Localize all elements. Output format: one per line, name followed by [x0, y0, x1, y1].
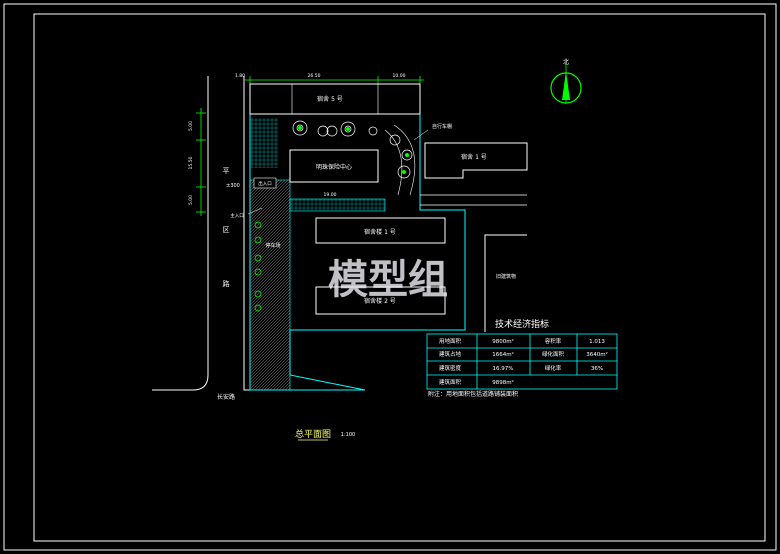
- table-cell: 3640m²: [586, 351, 608, 358]
- bike-label: 自行车棚: [432, 123, 452, 130]
- mid-width-dim: 19.00: [324, 192, 337, 198]
- dim-left-3: 5.00: [188, 195, 194, 205]
- building-top: [249, 83, 421, 115]
- parking-label: 停车场: [265, 242, 280, 249]
- tech-table-title: 技术经济指标: [495, 318, 549, 330]
- building-center-label: 明珠保险中心: [316, 163, 352, 171]
- dim-top-right: 10.00: [393, 73, 406, 79]
- building-right: [424, 142, 528, 179]
- watermark: 模型组: [328, 257, 448, 303]
- road-char-1: 平: [223, 167, 230, 175]
- building-block-1-label: 宿舍楼 1 号: [364, 228, 396, 236]
- table-cell: 9800m²: [492, 338, 514, 345]
- gate-box: [253, 177, 277, 189]
- paved-strip: [249, 179, 291, 391]
- north-arrow-icon: [550, 64, 582, 104]
- dim-left-2: 15.50: [188, 156, 194, 169]
- entrance-leader: [247, 207, 263, 215]
- tech-table-grid: [426, 333, 618, 390]
- top-dimension-chain: [245, 76, 424, 84]
- bike-leader: [413, 129, 429, 141]
- building-block-1: [315, 217, 446, 244]
- tech-table-note: 附注：用地面积包括道路铺装面积: [428, 390, 518, 398]
- entrance-label: 主入口: [230, 212, 244, 219]
- dim-top-total: 26.50: [308, 73, 321, 79]
- table-cell: 1664m²: [492, 351, 514, 358]
- bottom-road-label: 长安路: [217, 393, 235, 401]
- table-cell: 绿化率: [545, 364, 562, 372]
- table-cell: 36%: [591, 366, 603, 372]
- road-width: ±300: [226, 183, 240, 189]
- right-road: [420, 194, 527, 206]
- table-cell: 容积率: [545, 337, 562, 345]
- tech-table-cells: 用地面积 9800m² 容积率 1.013 建筑占地 1664m² 绿化面积 3…: [439, 337, 608, 386]
- table-cell: 绿化面积: [542, 350, 565, 358]
- table-cell: 建筑占地: [439, 350, 462, 358]
- gate-left-label: 出入口: [258, 180, 272, 187]
- paved-strip-upper: [250, 118, 278, 168]
- tree-cluster-top: [292, 120, 413, 179]
- green-planting: [298, 126, 409, 174]
- left-dimension-chain: [196, 108, 206, 216]
- table-cell: 用地面积: [439, 337, 462, 345]
- road-char-3: 路: [223, 279, 230, 288]
- building-block-2: [315, 286, 446, 315]
- site-boundary: [249, 83, 466, 391]
- table-cell: 1.013: [589, 339, 605, 345]
- shrub-row-left: [254, 221, 262, 312]
- building-block-2-label: 宿舍楼 2 号: [364, 297, 396, 305]
- table-cell: 建筑面积: [439, 378, 462, 386]
- drawing-scale: 1:100: [341, 432, 355, 438]
- inner-frame: [33, 13, 766, 542]
- outer-frame: [3, 3, 777, 551]
- building-right-label: 宿舍 1 号: [461, 153, 487, 161]
- drawing-title: 总平面图: [295, 428, 331, 440]
- building-center: [289, 149, 379, 183]
- dim-left-1: 5.00: [188, 121, 194, 131]
- parking-strip: [289, 198, 386, 212]
- adjacent-plot-label: 旧建筑物: [496, 273, 516, 280]
- building-top-label: 宿舍 5 号: [317, 95, 343, 103]
- adjacent-plot: [484, 234, 527, 332]
- road-char-2: 区: [223, 226, 230, 234]
- table-cell: 9898m²: [492, 379, 514, 386]
- curved-path: [384, 124, 416, 196]
- north-label: 北: [563, 58, 569, 66]
- table-cell: 16.97%: [493, 366, 514, 372]
- dim-top-left: 1.80: [235, 73, 245, 79]
- table-cell: 建筑密度: [439, 364, 462, 372]
